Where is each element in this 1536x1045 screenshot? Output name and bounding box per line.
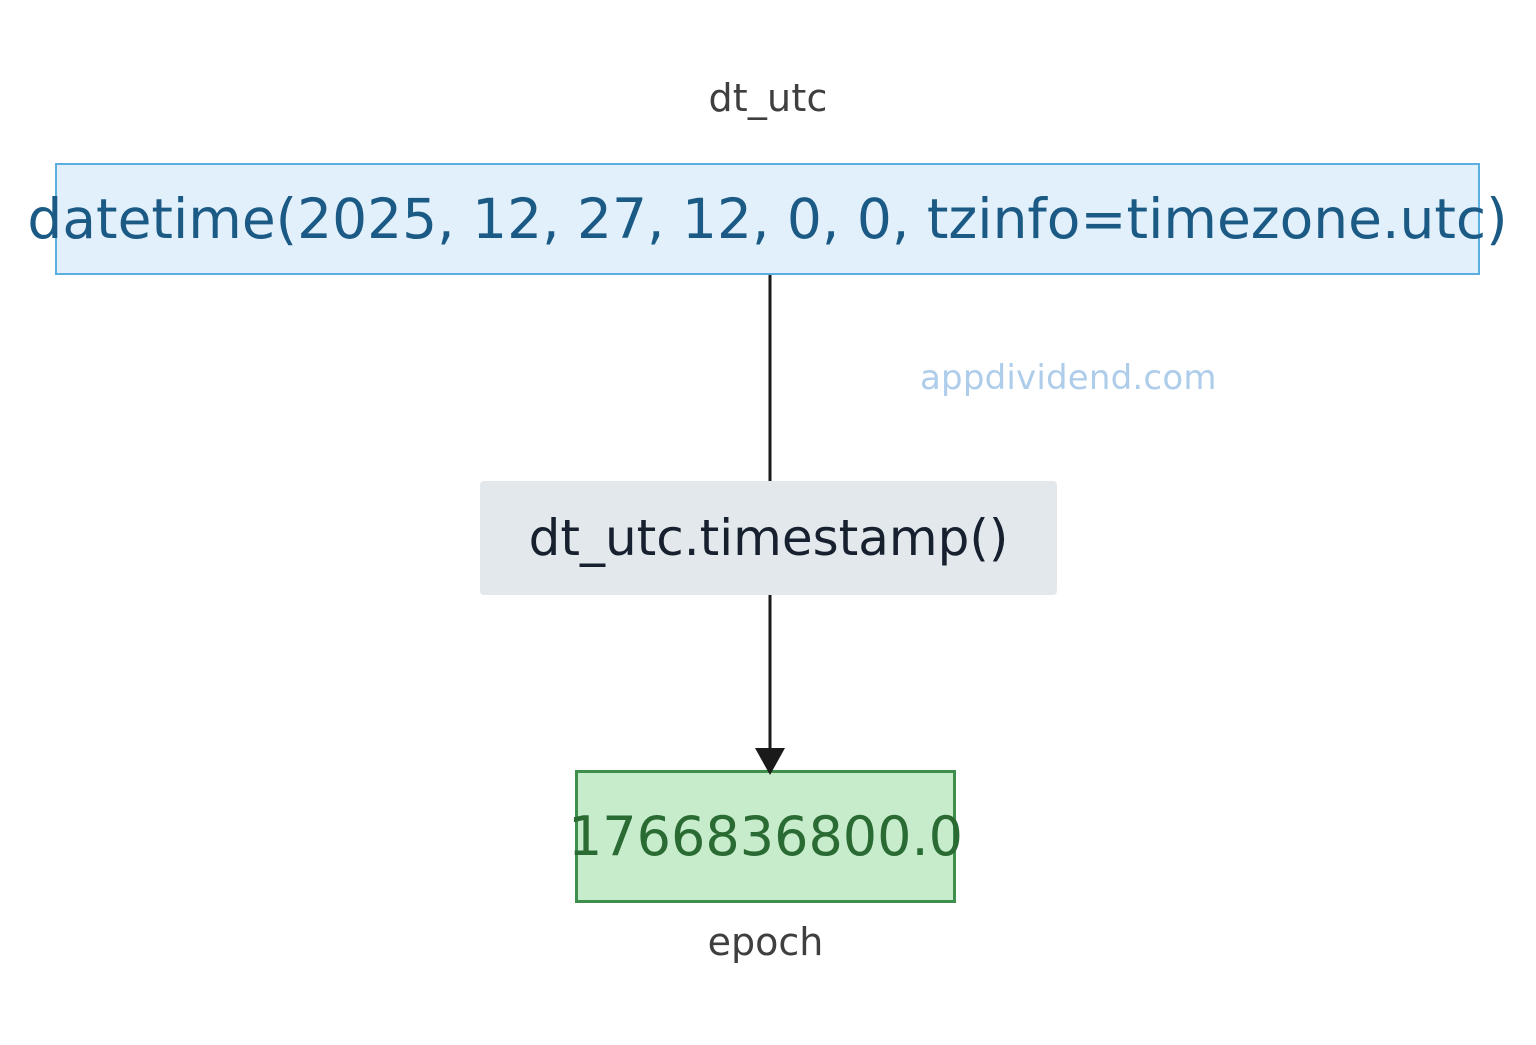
node-result-label: 1766836800.0	[567, 804, 964, 868]
node-result-epoch: 1766836800.0	[568, 770, 963, 903]
node-operation-timestamp: dt_utc.timestamp()	[480, 481, 1057, 595]
node-operation-label: dt_utc.timestamp()	[528, 509, 1009, 567]
node-source-label: datetime(2025, 12, 27, 12, 0, 0, tzinfo=…	[27, 186, 1508, 251]
node-source-datetime: datetime(2025, 12, 27, 12, 0, 0, tzinfo=…	[27, 163, 1508, 275]
source-caption: dt_utc	[708, 76, 828, 120]
watermark-appdividend: appdividend.com	[920, 358, 1217, 398]
result-caption: epoch	[707, 920, 824, 964]
